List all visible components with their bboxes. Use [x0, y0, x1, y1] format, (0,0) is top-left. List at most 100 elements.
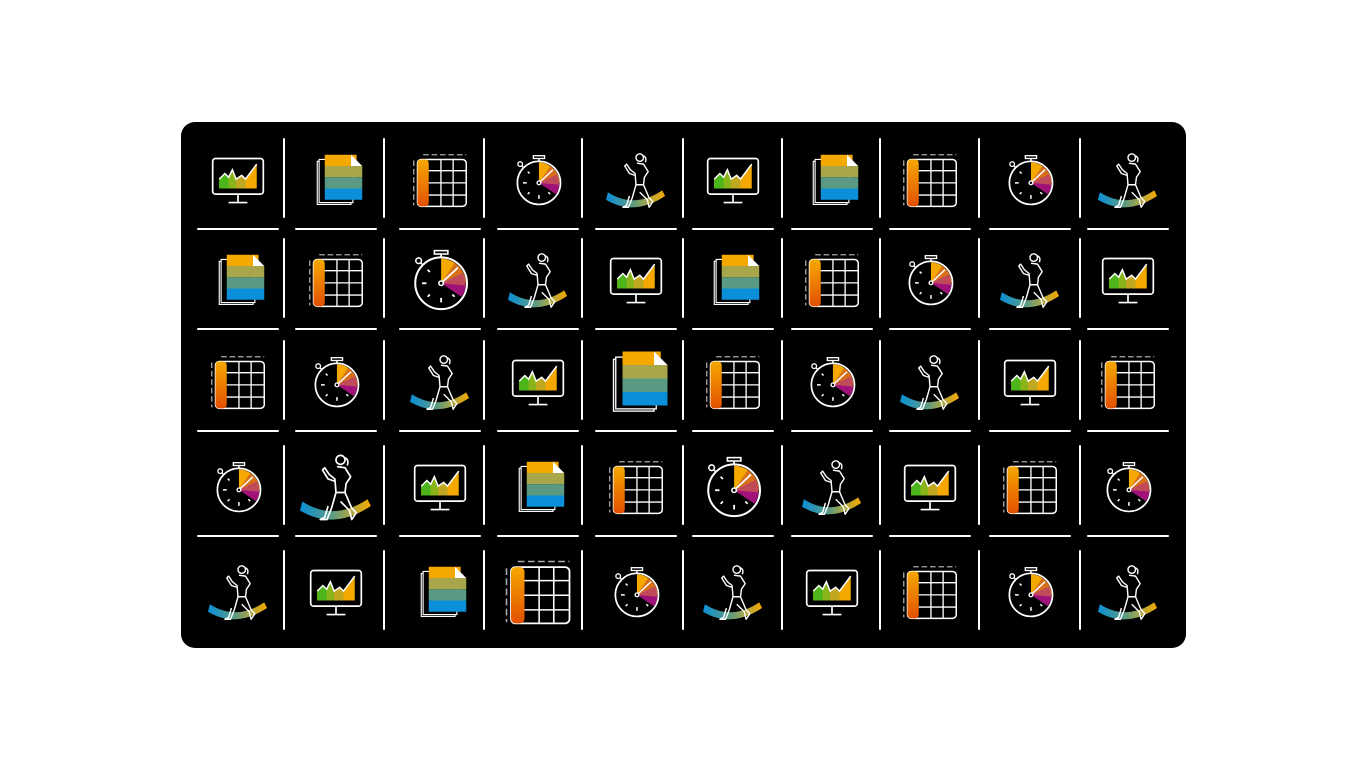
horizontal-divider	[595, 535, 677, 537]
grid-cell	[980, 330, 1080, 435]
spreadsheet-icon	[306, 251, 366, 311]
vertical-divider	[283, 238, 285, 318]
horizontal-divider	[989, 228, 1071, 230]
grid-cell	[188, 330, 288, 435]
horizontal-divider	[595, 328, 677, 330]
vertical-divider	[781, 445, 783, 525]
stopwatch-icon	[1098, 458, 1158, 518]
horizontal-divider	[497, 228, 579, 230]
vertical-divider	[581, 550, 583, 630]
horizontal-divider	[197, 535, 279, 537]
stopwatch-icon	[697, 452, 769, 524]
vertical-divider	[483, 340, 485, 420]
monitor-chart-icon	[410, 458, 470, 518]
stopwatch-icon	[306, 353, 366, 413]
grid-cell	[880, 330, 980, 435]
walker-icon	[900, 353, 960, 413]
monitor-chart-icon	[900, 458, 960, 518]
walker-icon	[606, 151, 666, 211]
grid-cell	[286, 330, 386, 435]
spreadsheet-icon	[1098, 353, 1158, 413]
horizontal-divider	[197, 430, 279, 432]
horizontal-divider	[791, 535, 873, 537]
grid-cell	[880, 540, 980, 645]
horizontal-divider	[692, 228, 774, 230]
monitor-chart-icon	[1098, 251, 1158, 311]
vertical-divider	[581, 445, 583, 525]
horizontal-divider	[497, 535, 579, 537]
grid-cell	[782, 435, 882, 540]
grid-cell	[683, 330, 783, 435]
horizontal-divider	[791, 228, 873, 230]
vertical-divider	[781, 138, 783, 218]
vertical-divider	[1079, 550, 1081, 630]
horizontal-divider	[295, 328, 377, 330]
horizontal-divider	[595, 228, 677, 230]
vertical-divider	[682, 550, 684, 630]
horizontal-divider	[692, 430, 774, 432]
horizontal-divider	[791, 328, 873, 330]
grid-cell	[488, 435, 588, 540]
horizontal-divider	[989, 430, 1071, 432]
walker-icon	[300, 452, 372, 524]
vertical-divider	[682, 238, 684, 318]
grid-cell	[880, 128, 980, 233]
horizontal-divider	[197, 328, 279, 330]
walker-icon	[802, 458, 862, 518]
vertical-divider	[978, 445, 980, 525]
vertical-divider	[1079, 138, 1081, 218]
grid-cell	[390, 330, 490, 435]
horizontal-divider	[295, 535, 377, 537]
vertical-divider	[1079, 238, 1081, 318]
spreadsheet-icon	[1000, 458, 1060, 518]
documents-icon	[508, 458, 568, 518]
walker-icon	[1000, 251, 1060, 311]
grid-cell	[1078, 128, 1178, 233]
vertical-divider	[1079, 340, 1081, 420]
grid-cell	[390, 228, 490, 333]
vertical-divider	[383, 340, 385, 420]
grid-cell	[286, 128, 386, 233]
vertical-divider	[682, 340, 684, 420]
horizontal-divider	[295, 228, 377, 230]
horizontal-divider	[1087, 228, 1169, 230]
grid-cell	[586, 540, 686, 645]
documents-icon	[802, 151, 862, 211]
horizontal-divider	[692, 535, 774, 537]
stopwatch-icon	[508, 151, 568, 211]
vertical-divider	[682, 445, 684, 525]
grid-cell	[586, 330, 686, 435]
stopwatch-icon	[1000, 563, 1060, 623]
vertical-divider	[978, 238, 980, 318]
grid-cell	[286, 540, 386, 645]
vertical-divider	[879, 445, 881, 525]
vertical-divider	[978, 340, 980, 420]
vertical-divider	[879, 550, 881, 630]
vertical-divider	[283, 340, 285, 420]
grid-cell	[390, 128, 490, 233]
horizontal-divider	[595, 430, 677, 432]
horizontal-divider	[889, 328, 971, 330]
grid-cell	[390, 540, 490, 645]
grid-cell	[488, 330, 588, 435]
horizontal-divider	[889, 535, 971, 537]
spreadsheet-icon	[410, 151, 470, 211]
walker-icon	[703, 563, 763, 623]
vertical-divider	[383, 445, 385, 525]
walker-icon	[1098, 151, 1158, 211]
monitor-chart-icon	[508, 353, 568, 413]
icon-grid-board	[181, 122, 1186, 648]
horizontal-divider	[295, 430, 377, 432]
grid-cell	[390, 435, 490, 540]
grid-cell	[188, 128, 288, 233]
horizontal-divider	[889, 228, 971, 230]
grid-cell	[586, 435, 686, 540]
horizontal-divider	[791, 430, 873, 432]
grid-cell	[586, 228, 686, 333]
vertical-divider	[781, 340, 783, 420]
vertical-divider	[781, 238, 783, 318]
grid-cell	[782, 330, 882, 435]
vertical-divider	[581, 238, 583, 318]
grid-cell	[880, 435, 980, 540]
vertical-divider	[1079, 445, 1081, 525]
